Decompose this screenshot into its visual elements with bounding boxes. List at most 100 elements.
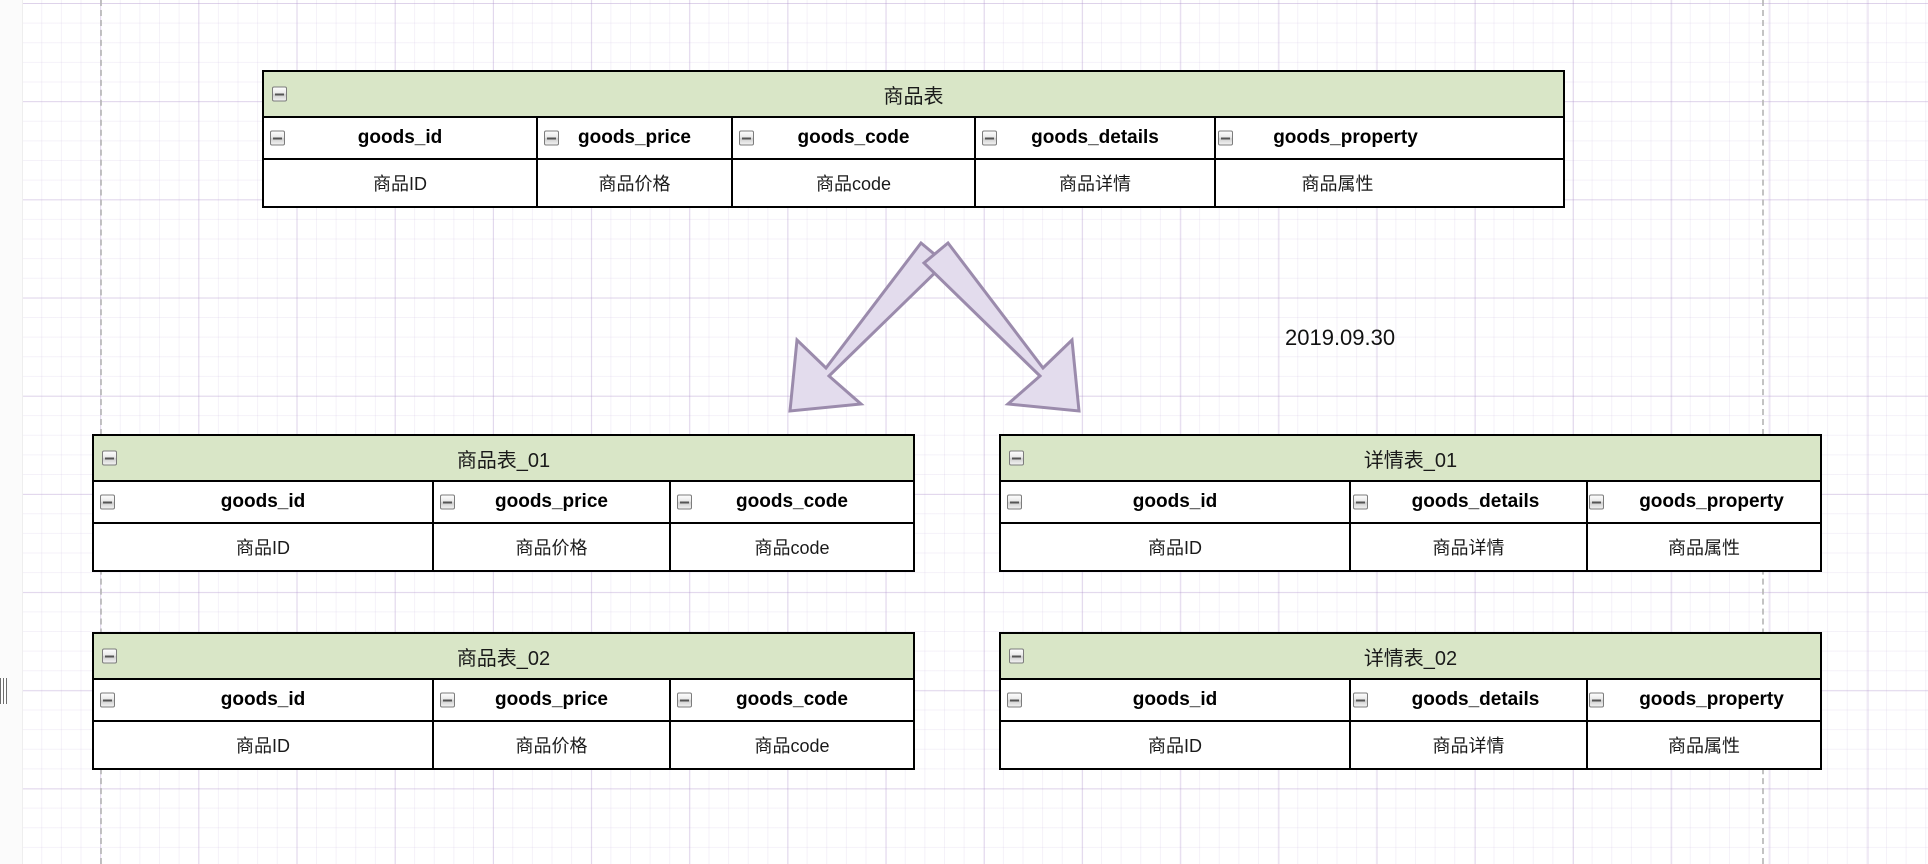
page-break-line-1	[100, 0, 102, 864]
column-desc: 商品价格	[598, 174, 671, 194]
column-desc-cell: 商品code	[671, 722, 913, 768]
column-header-row: goods_id goods_price goods_code goods_de…	[264, 118, 1563, 160]
collapse-minus-icon[interactable]	[272, 86, 287, 102]
collapse-minus-icon[interactable]	[1009, 450, 1024, 466]
table-title-bar[interactable]: 详情表_01	[1001, 436, 1820, 482]
column-name: goods_details	[1411, 689, 1540, 710]
collapse-minus-icon[interactable]	[739, 130, 754, 146]
table-title-text: 详情表_01	[1363, 449, 1458, 472]
table-goods-02[interactable]: 商品表_02 goods_id goods_price goods_code 商…	[92, 632, 915, 770]
column-header-row: goods_id goods_details goods_property	[1001, 680, 1820, 722]
column-desc: 商品价格	[515, 736, 588, 756]
column-desc-cell: 商品价格	[434, 524, 671, 570]
collapse-minus-icon[interactable]	[100, 692, 115, 708]
column-header-cell[interactable]: goods_property	[1588, 680, 1820, 720]
column-name: goods_price	[578, 127, 691, 148]
collapse-minus-icon[interactable]	[1007, 494, 1022, 510]
scroll-handle-nub[interactable]	[0, 678, 7, 704]
column-header-cell[interactable]: goods_code	[671, 680, 913, 720]
table-details-01[interactable]: 详情表_01 goods_id goods_details goods_prop…	[999, 434, 1822, 572]
column-name: goods_code	[797, 127, 910, 148]
column-desc: 商品ID	[236, 538, 290, 558]
column-header-cell[interactable]: goods_code	[671, 482, 913, 522]
column-desc-cell: 商品code	[671, 524, 913, 570]
collapse-minus-icon[interactable]	[270, 130, 285, 146]
column-name: goods_id	[1132, 491, 1218, 512]
column-header-cell[interactable]: goods_id	[1001, 680, 1351, 720]
column-name: goods_price	[495, 491, 608, 512]
table-title-bar[interactable]: 详情表_02	[1001, 634, 1820, 680]
column-name: goods_id	[357, 127, 443, 148]
collapse-minus-icon[interactable]	[1007, 692, 1022, 708]
collapse-minus-icon[interactable]	[677, 692, 692, 708]
table-goods-01[interactable]: 商品表_01 goods_id goods_price goods_code 商…	[92, 434, 915, 572]
table-details-02[interactable]: 详情表_02 goods_id goods_details goods_prop…	[999, 632, 1822, 770]
column-desc-cell: 商品详情	[1351, 722, 1588, 768]
column-description-row: 商品ID 商品详情 商品属性	[1001, 524, 1820, 570]
collapse-minus-icon[interactable]	[1353, 494, 1368, 510]
column-header-cell[interactable]: goods_details	[1351, 680, 1588, 720]
column-header-row: goods_id goods_price goods_code	[94, 482, 913, 524]
date-annotation[interactable]: 2019.09.30	[1285, 325, 1396, 350]
column-name: goods_details	[1411, 491, 1540, 512]
column-header-cell[interactable]: goods_price	[538, 118, 733, 158]
collapse-minus-icon[interactable]	[1353, 692, 1368, 708]
column-description-row: 商品ID 商品价格 商品code 商品详情 商品属性	[264, 160, 1563, 206]
column-desc: 商品属性	[1668, 538, 1740, 558]
collapse-minus-icon[interactable]	[1589, 692, 1604, 708]
table-title-bar[interactable]: 商品表_01	[94, 436, 913, 482]
column-header-cell[interactable]: goods_price	[434, 482, 671, 522]
column-header-cell[interactable]: goods_code	[733, 118, 976, 158]
column-desc-cell: 商品ID	[1001, 524, 1351, 570]
canvas-left-margin	[0, 0, 23, 864]
collapse-minus-icon[interactable]	[1589, 494, 1604, 510]
collapse-minus-icon[interactable]	[1009, 648, 1024, 664]
column-header-cell[interactable]: goods_property	[1588, 482, 1820, 522]
collapse-minus-icon[interactable]	[677, 494, 692, 510]
column-desc-cell: 商品属性	[1588, 722, 1820, 768]
column-header-cell[interactable]: goods_price	[434, 680, 671, 720]
column-header-cell[interactable]: goods_property	[1216, 118, 1459, 158]
collapse-minus-icon[interactable]	[100, 494, 115, 510]
column-desc: 商品ID	[373, 174, 427, 194]
column-header-row: goods_id goods_price goods_code	[94, 680, 913, 722]
collapse-minus-icon[interactable]	[1218, 130, 1233, 146]
column-description-row: 商品ID 商品详情 商品属性	[1001, 722, 1820, 768]
collapse-minus-icon[interactable]	[440, 692, 455, 708]
column-desc: 商品ID	[236, 736, 290, 756]
column-desc-cell: 商品属性	[1588, 524, 1820, 570]
column-name: goods_id	[1132, 689, 1218, 710]
collapse-minus-icon[interactable]	[102, 648, 117, 664]
column-header-cell[interactable]: goods_id	[94, 482, 434, 522]
column-desc-cell: 商品详情	[1351, 524, 1588, 570]
column-description-row: 商品ID 商品价格 商品code	[94, 722, 913, 768]
collapse-minus-icon[interactable]	[544, 130, 559, 146]
column-desc: 商品详情	[1432, 538, 1505, 558]
column-header-cell[interactable]: goods_details	[976, 118, 1216, 158]
table-title-text: 详情表_02	[1363, 647, 1458, 670]
page-break-line-2	[1762, 0, 1764, 864]
column-name: goods_property	[1639, 689, 1784, 710]
column-desc: 商品code	[754, 538, 830, 558]
column-header-cell[interactable]: goods_id	[1001, 482, 1351, 522]
column-header-cell[interactable]: goods_details	[1351, 482, 1588, 522]
table-title-text: 商品表_02	[456, 647, 551, 670]
column-desc: 商品code	[815, 174, 892, 194]
collapse-minus-icon[interactable]	[982, 130, 997, 146]
table-title-bar[interactable]: 商品表	[264, 72, 1563, 118]
collapse-minus-icon[interactable]	[440, 494, 455, 510]
column-desc: 商品code	[754, 736, 830, 756]
column-header-row: goods_id goods_details goods_property	[1001, 482, 1820, 524]
column-name: goods_code	[736, 689, 848, 710]
table-goods-source[interactable]: 商品表 goods_id goods_price goods_code good…	[262, 70, 1565, 208]
column-description-row: 商品ID 商品价格 商品code	[94, 524, 913, 570]
column-header-cell[interactable]: goods_id	[264, 118, 538, 158]
column-desc-cell: 商品ID	[94, 722, 434, 768]
column-desc: 商品ID	[1148, 538, 1202, 558]
collapse-minus-icon[interactable]	[102, 450, 117, 466]
column-name: goods_price	[495, 689, 608, 710]
column-desc-cell: 商品code	[733, 160, 976, 206]
table-title-bar[interactable]: 商品表_02	[94, 634, 913, 680]
column-header-cell[interactable]: goods_id	[94, 680, 434, 720]
column-desc-cell: 商品ID	[1001, 722, 1351, 768]
